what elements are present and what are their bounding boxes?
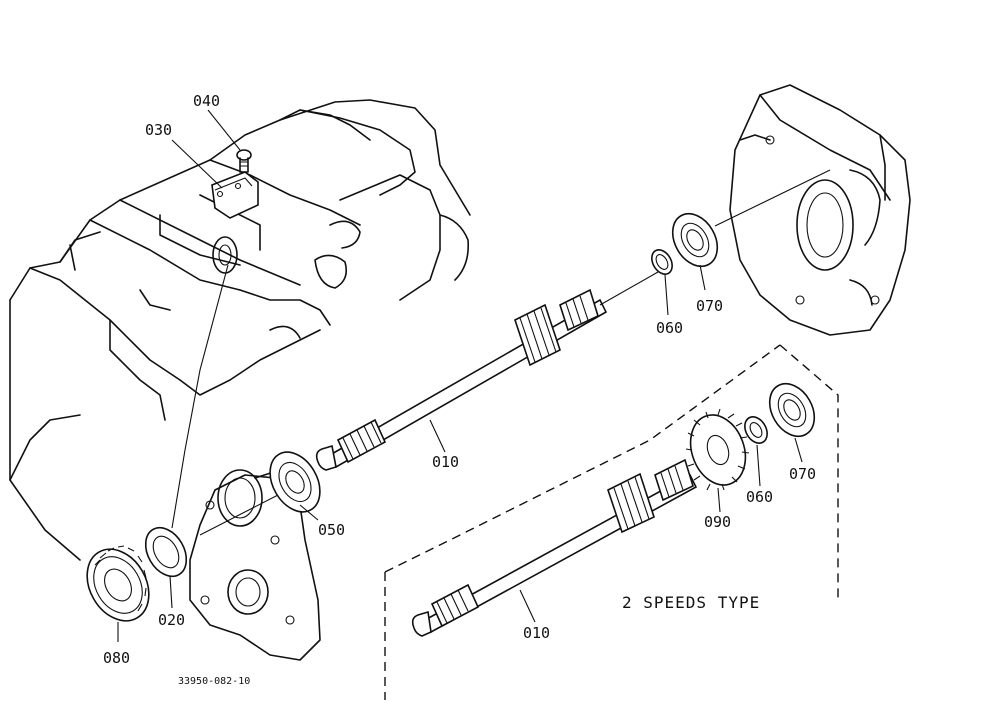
callout-010-main: 010 (432, 453, 459, 471)
callout-080: 080 (103, 649, 130, 667)
callout-050: 050 (318, 521, 345, 539)
callout-020: 020 (158, 611, 185, 629)
callout-090: 090 (704, 513, 731, 531)
callout-030: 030 (145, 121, 172, 139)
section-title: 2 SPEEDS TYPE (622, 593, 760, 612)
callout-010-two-speed: 010 (523, 624, 550, 642)
two-speed-variant-box (384, 344, 839, 700)
bearing-part-070-lower (768, 382, 816, 438)
collar-part-060-upper (651, 249, 673, 275)
bracket-part-030 (211, 171, 259, 219)
transmission-case (9, 99, 471, 561)
bolt-part-040 (236, 149, 252, 173)
callout-060-upper: 060 (656, 319, 683, 337)
callout-070-upper: 070 (696, 297, 723, 315)
drawing-number: 33950-082-10 (178, 676, 250, 687)
collar-part-060-lower (744, 416, 768, 444)
bearing-part-020 (144, 526, 188, 578)
bearing-part-070-upper (671, 212, 719, 268)
gear-part-090 (685, 408, 750, 491)
callout-060-lower: 060 (746, 488, 773, 506)
gear-part-080 (86, 545, 150, 622)
leader-lines (117, 109, 803, 642)
shaft-part-010-two-speed (411, 458, 698, 637)
main-shaft-part-010 (315, 267, 666, 471)
rear-cover-housing (729, 84, 911, 336)
callout-070-lower: 070 (789, 465, 816, 483)
callout-040: 040 (193, 92, 220, 110)
bearing-part-050 (269, 451, 321, 513)
